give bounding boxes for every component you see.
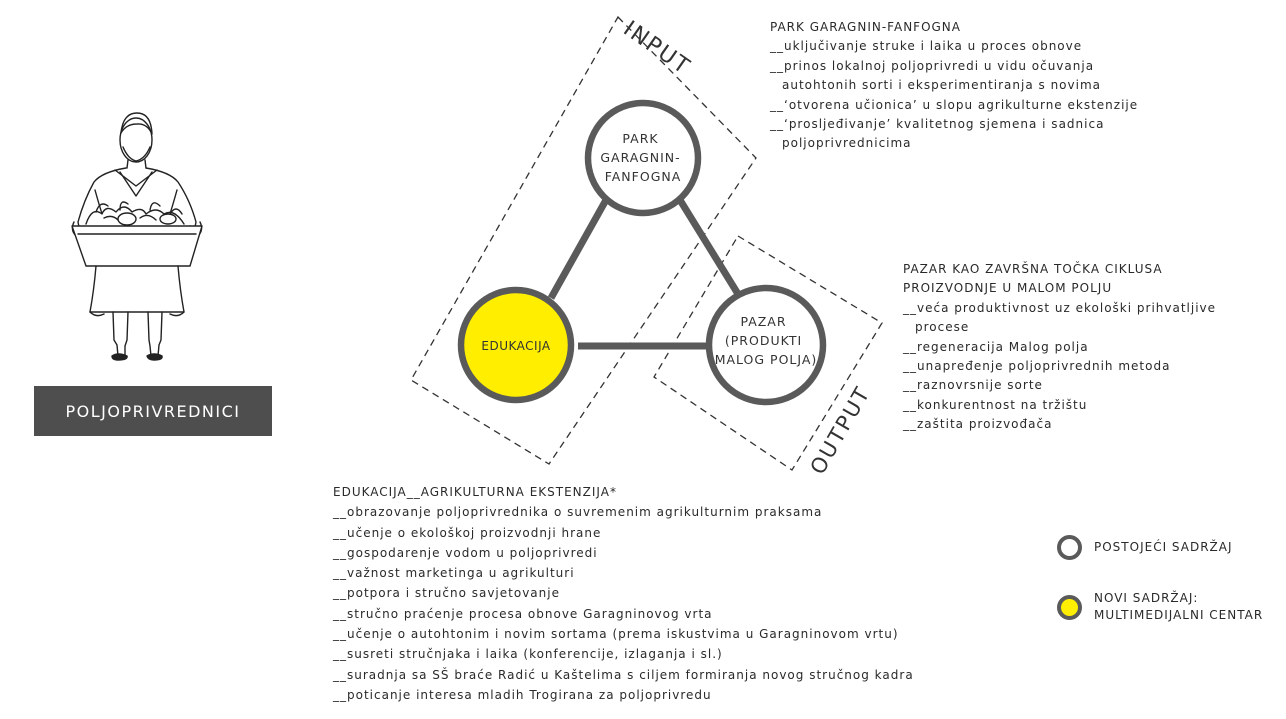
pazar-item-1-cont: procese — [915, 320, 970, 335]
output-frame — [653, 235, 883, 471]
farmer-illustration — [71, 112, 203, 361]
pazar-item-2: __regeneracija Malog polja — [903, 339, 1089, 354]
farmers-label-text: POLJOPRIVREDNICI — [65, 401, 241, 421]
pazar-item-3: __unapređenje poljoprivrednih metoda — [903, 359, 1171, 374]
node-park-line-1: PARK — [622, 131, 658, 146]
edu-item-9: __suradnja sa SŠ braće Radić u Kaštelima… — [333, 667, 914, 682]
node-pazar-line-3: MALOG POLJA) — [715, 352, 818, 367]
legend-new-line-2: MULTIMEDIJALNI CENTAR — [1094, 608, 1264, 622]
pazar-title-1: PAZAR KAO ZAVRŠNA TOČKA CIKLUSA — [903, 262, 1163, 276]
pazar-item-1: __veća produktivnost uz ekološki prihvat… — [903, 300, 1217, 315]
edu-item-1: __obrazovanje poljoprivrednika o suvreme… — [333, 505, 823, 520]
legend-new-label: NOVI SADRŽAJ: MULTIMEDIJALNI CENTAR — [1094, 590, 1263, 624]
edu-item-8: __susreti stručnjaka i laika (konferenci… — [333, 647, 723, 662]
park-title: PARK GARAGNIN-FANFOGNA — [770, 20, 961, 34]
legend-new-swatch — [1057, 594, 1082, 620]
edu-item-7: __učenje o autohtonim i novim sortama (p… — [333, 627, 899, 642]
pazar-description: PAZAR KAO ZAVRŠNA TOČKA CIKLUSA PROIZVOD… — [903, 260, 1216, 435]
input-label: INPUT — [619, 16, 695, 80]
node-pazar-line-1: PAZAR — [740, 314, 786, 329]
park-description: PARK GARAGNIN-FANFOGNA __uključivanje st… — [770, 18, 1138, 154]
edu-title: EDUKACIJA__AGRIKULTURNA EKSTENZIJA* — [333, 485, 617, 499]
park-item-2: __prinos lokalnoj poljoprivredi u vidu o… — [770, 58, 1095, 73]
node-park-line-3: FANFOGNA — [605, 169, 682, 184]
node-pazar-label: PAZAR (PRODUKTI MALOG POLJA) — [715, 314, 818, 367]
legend-existing: POSTOJEĆI SADRŽAJ — [1057, 535, 1233, 560]
node-edukacija-label: EDUKACIJA — [481, 339, 551, 353]
park-item-3: __‘otvorena učionica’ u slopu agrikultur… — [770, 97, 1139, 112]
edu-item-4: __važnost marketinga u agrikulturi — [333, 566, 575, 581]
legend-existing-label: POSTOJEĆI SADRŽAJ — [1094, 540, 1233, 554]
node-pazar-circle — [705, 284, 827, 406]
park-item-2-cont: autohtonih sorti i eksperimentiranja s n… — [782, 78, 1102, 93]
node-park-label: PARK GARAGNIN- FANFOGNA — [600, 131, 685, 184]
input-frame — [410, 15, 757, 465]
legend-new-line-1: NOVI SADRŽAJ: — [1094, 591, 1199, 605]
link-park-edukacija — [547, 198, 610, 300]
legend-new: NOVI SADRŽAJ: MULTIMEDIJALNI CENTAR — [1057, 590, 1263, 624]
pazar-item-5: __konkurentnost na tržištu — [903, 397, 1088, 412]
legend-existing-swatch — [1057, 535, 1082, 560]
link-park-pazar — [677, 198, 741, 296]
park-item-4: __‘prosljeđivanje’ kvalitetnog sjemena i… — [770, 117, 1105, 132]
park-item-4-cont: poljoprivrednicima — [782, 136, 912, 151]
pazar-item-4: __raznovrsnije sorte — [903, 378, 1043, 393]
node-park-line-2: GARAGNIN- — [600, 150, 680, 165]
edu-item-5: __potpora i stručno savjetovanje — [333, 586, 560, 601]
farmers-label: POLJOPRIVREDNICI — [34, 386, 272, 436]
node-pazar-line-2: (PRODUKTI — [725, 333, 802, 348]
edu-item-10: __poticanje interesa mladih Trogirana za… — [333, 687, 712, 702]
node-park-circle — [584, 99, 702, 217]
edu-item-6: __stručno praćenje procesa obnove Garagn… — [333, 606, 713, 621]
edu-item-3: __gospodarenje vodom u poljoprivredi — [333, 545, 598, 560]
edukacija-description: EDUKACIJA__AGRIKULTURNA EKSTENZIJA* __ob… — [333, 482, 914, 705]
pazar-title-2: PROIZVODNJE U MALOM POLJU — [903, 281, 1113, 296]
park-item-1: __uključivanje struke i laika u proces o… — [770, 39, 1083, 54]
edu-item-2: __učenje o ekološkoj proizvodnji hrane — [333, 525, 602, 540]
pazar-item-6: __zaštita proizvođača — [903, 417, 1053, 432]
node-edukacija-circle — [457, 286, 575, 404]
